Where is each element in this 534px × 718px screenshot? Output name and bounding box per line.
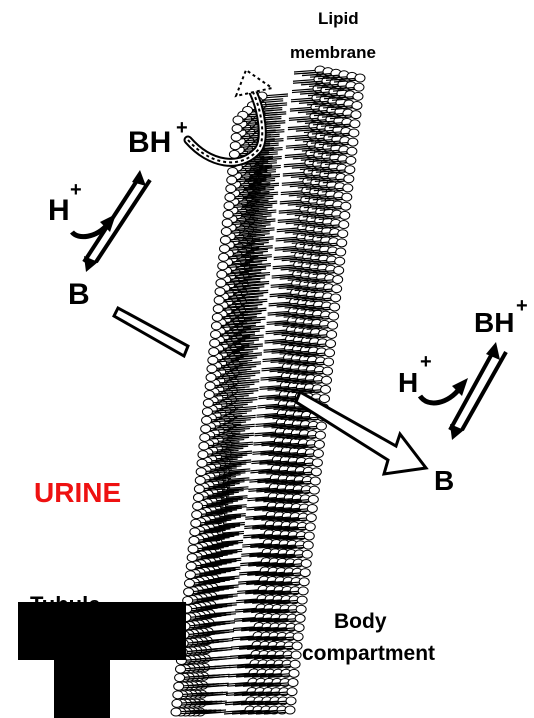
body-label-line1: Body — [334, 610, 387, 633]
b-body: B — [434, 465, 454, 496]
blocked-arrow-dashed — [188, 70, 272, 162]
diffusion-arrow-in — [114, 308, 188, 356]
proton-bind-arrow-urine — [72, 214, 116, 237]
h-body: H — [398, 367, 418, 398]
bh-body: BH — [474, 307, 514, 338]
proton-bind-arrow-body — [420, 378, 468, 403]
body-label-line2: compartment — [302, 642, 435, 665]
b-urine: B — [68, 278, 90, 311]
membrane-label-line2: membrane — [290, 43, 376, 62]
membrane-label-line1: Lipid — [318, 9, 359, 28]
redaction-block — [18, 602, 186, 718]
h-plus-urine: + — [70, 179, 82, 201]
equilibrium-arrows-urine — [84, 170, 150, 272]
h-urine: H — [48, 194, 70, 227]
urine-label: URINE — [34, 477, 121, 508]
bh-urine: BH — [128, 126, 171, 159]
bh-plus-body: + — [516, 295, 528, 317]
bh-plus-urine: + — [176, 117, 188, 139]
h-plus-body: + — [420, 351, 432, 373]
